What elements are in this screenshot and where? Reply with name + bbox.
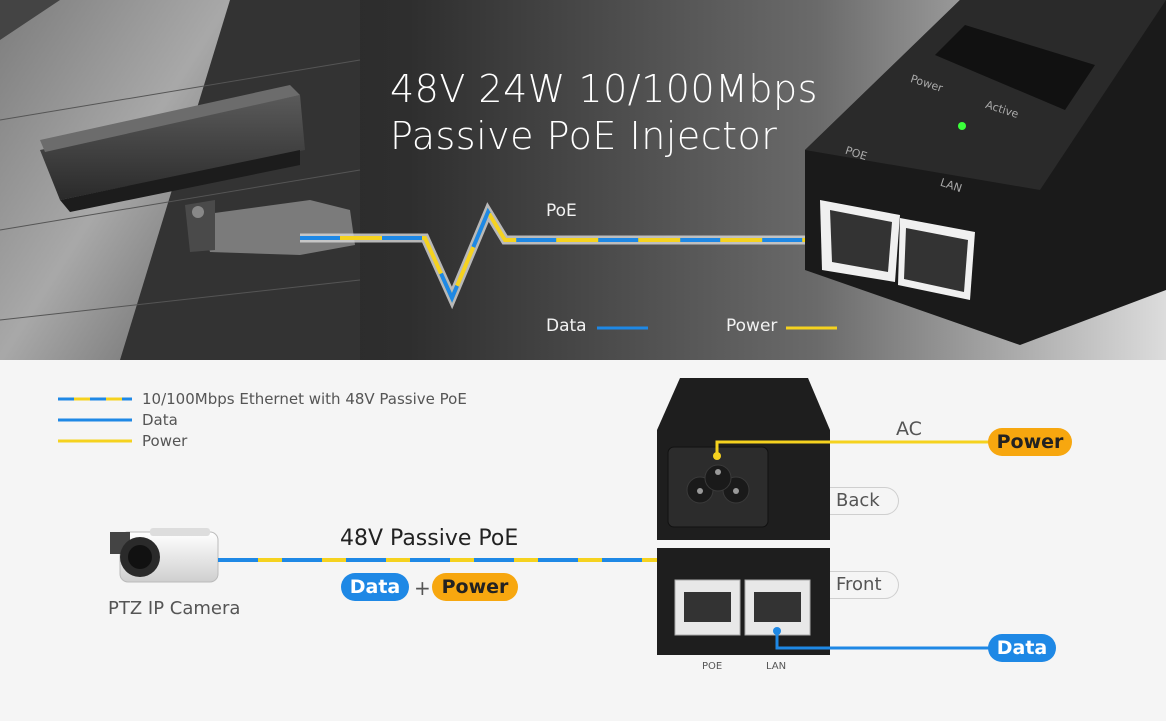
- poe-cable-label: PoE: [546, 201, 577, 221]
- front-label: Front: [830, 571, 899, 599]
- title-line-1: 48V 24W 10/100Mbps: [390, 67, 818, 111]
- plus-sign: +: [414, 576, 431, 600]
- top-power-legend: Power: [726, 316, 778, 336]
- lan-data-line: [773, 627, 990, 650]
- top-poe-cable: [300, 202, 880, 310]
- link-label: 48V Passive PoE: [340, 526, 519, 551]
- bottom-injector-device: [657, 378, 830, 655]
- ac-power-badge: Power: [988, 428, 1072, 456]
- legend-item-poe: 10/100Mbps Ethernet with 48V Passive PoE: [142, 390, 467, 408]
- legend-item-data: Data: [142, 411, 178, 429]
- lan-data-badge: Data: [988, 634, 1056, 662]
- wall-line: [0, 59, 361, 121]
- wall-line: [0, 169, 361, 231]
- back-label: Back: [830, 487, 899, 515]
- legend-item-power: Power: [142, 432, 188, 450]
- ptz-camera-icon: [110, 528, 219, 583]
- top-data-legend: Data: [546, 316, 587, 336]
- wall-line: [0, 279, 361, 321]
- data-badge: Data: [341, 573, 409, 601]
- top-injector-device: [805, 0, 1166, 345]
- title-line-2: Passive PoE Injector: [390, 114, 778, 158]
- power-badge: Power: [432, 573, 518, 601]
- wall-stripe: [0, 0, 60, 40]
- port-label-poe: POE: [702, 661, 723, 672]
- camera-label: PTZ IP Camera: [108, 598, 241, 619]
- ac-label: AC: [896, 418, 922, 440]
- ac-power-line: [713, 440, 990, 460]
- port-label-lan: LAN: [766, 661, 787, 672]
- surveillance-camera-icon: [40, 85, 355, 255]
- legend-lines: [58, 397, 132, 443]
